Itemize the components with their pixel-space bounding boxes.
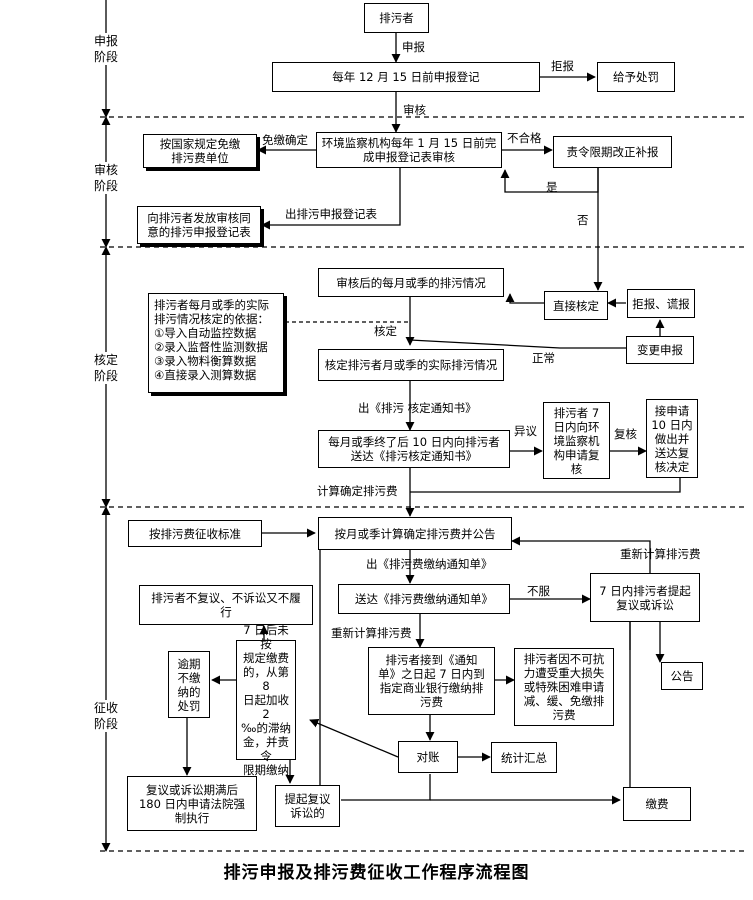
label-issue-form: 出排污申报登记表 <box>285 207 377 221</box>
label-review: 审核 <box>403 103 426 117</box>
label-exempt: 免缴确定 <box>262 133 308 147</box>
label-recalc-2: 重新计算排污费 <box>331 626 412 640</box>
box-issue: 向排污者发放审核同 意的排污申报登记表 <box>137 206 261 244</box>
label-calc-fee: 计算确定排污费 <box>317 484 398 498</box>
label-unqualified: 不合格 <box>507 131 542 145</box>
box-no-appeal: 排污者不复议、不诉讼又不履 行 <box>139 585 313 625</box>
box-announce: 公告 <box>661 662 703 690</box>
stage-label-collect: 征收 阶段 <box>91 700 121 732</box>
box-change: 变更申报 <box>626 336 694 364</box>
label-objection: 异议 <box>514 424 537 438</box>
box-calc: 按月或季计算确定排污费并公告 <box>318 517 512 550</box>
box-pay-bank: 排污者接到《通知 单》之日起 7 日内到 指定商业银行缴纳排 污费 <box>368 647 495 715</box>
box-correct: 责令限期改正补报 <box>553 136 672 168</box>
label-dissatisfied: 不服 <box>527 584 550 598</box>
box-polluter: 排污者 <box>364 3 429 33</box>
box-court: 复议或诉讼期满后 180 日内申请法院强 制执行 <box>127 776 257 831</box>
box-overdue: 逾期 不缴 纳的 处罚 <box>168 651 210 718</box>
label-normal: 正常 <box>532 351 555 365</box>
box-standard: 按排污费征收标准 <box>128 520 262 547</box>
stage-label-verify: 核定 阶段 <box>91 352 121 384</box>
label-issue-payment-notice: 出《排污费缴纳通知单》 <box>366 557 493 571</box>
box-review-decision: 接申请 10 日内 做出并 送达复 核决定 <box>646 399 698 478</box>
box-late-fee: 7 日后未按 规定缴费 的，从第 8 日起加收 2 ‰的滞纳 金，并责令 限期缴… <box>236 623 296 777</box>
box-reduce: 排污者因不可抗 力遭受重大损失 或特殊困难申请 减、缓、免缴排 污费 <box>514 648 614 726</box>
box-apply-review: 排污者 7 日内向环 境监察机 构申请复 核 <box>543 402 610 479</box>
box-file-appeal: 提起复议 诉讼的 <box>275 785 340 827</box>
label-recheck: 复核 <box>614 427 637 441</box>
label-yes: 是 <box>546 180 558 194</box>
box-actual: 核定排污者月或季的实际排污情况 <box>318 349 504 381</box>
box-send-fee: 送达《排污费缴纳通知单》 <box>338 584 510 614</box>
box-reconcile: 对账 <box>398 741 458 773</box>
label-issue-notice: 出《排污 核定通知书》 <box>358 401 477 415</box>
label-recalc-1: 重新计算排污费 <box>620 547 701 561</box>
stage-label-declare: 申报 阶段 <box>91 33 121 65</box>
box-exempt: 按国家规定免缴 排污费单位 <box>143 134 257 168</box>
box-register: 每年 12 月 15 日前申报登记 <box>272 62 540 92</box>
label-declare: 申报 <box>402 40 425 54</box>
stage-label-review: 审核 阶段 <box>91 162 121 194</box>
label-verify: 核定 <box>374 324 397 338</box>
label-refuse-declare: 拒报 <box>551 59 574 73</box>
box-stats: 统计汇总 <box>491 742 557 773</box>
diagram-title: 排污申报及排污费征收工作程序流程图 <box>223 863 530 883</box>
box-basis: 排污者每月或季的实际 排污情况核定的依据： ①导入自动监控数据 ②录入监督性监测… <box>148 293 284 393</box>
label-no: 否 <box>577 213 589 227</box>
box-pay: 缴费 <box>623 787 691 821</box>
box-direct: 直接核定 <box>544 291 608 320</box>
box-penalty: 给予处罚 <box>597 62 675 92</box>
box-monthly: 审核后的每月或季的排污情况 <box>318 268 504 297</box>
box-review: 环境监察机构每年 1 月 15 日前完 成申报登记表审核 <box>316 132 502 168</box>
box-appeal: 7 日内排污者提起 复议或诉讼 <box>590 573 700 622</box>
box-send-notice: 每月或季终了后 10 日内向排污者 送达《排污核定通知书》 <box>318 430 510 468</box>
box-refuse: 拒报、谎报 <box>627 289 695 318</box>
